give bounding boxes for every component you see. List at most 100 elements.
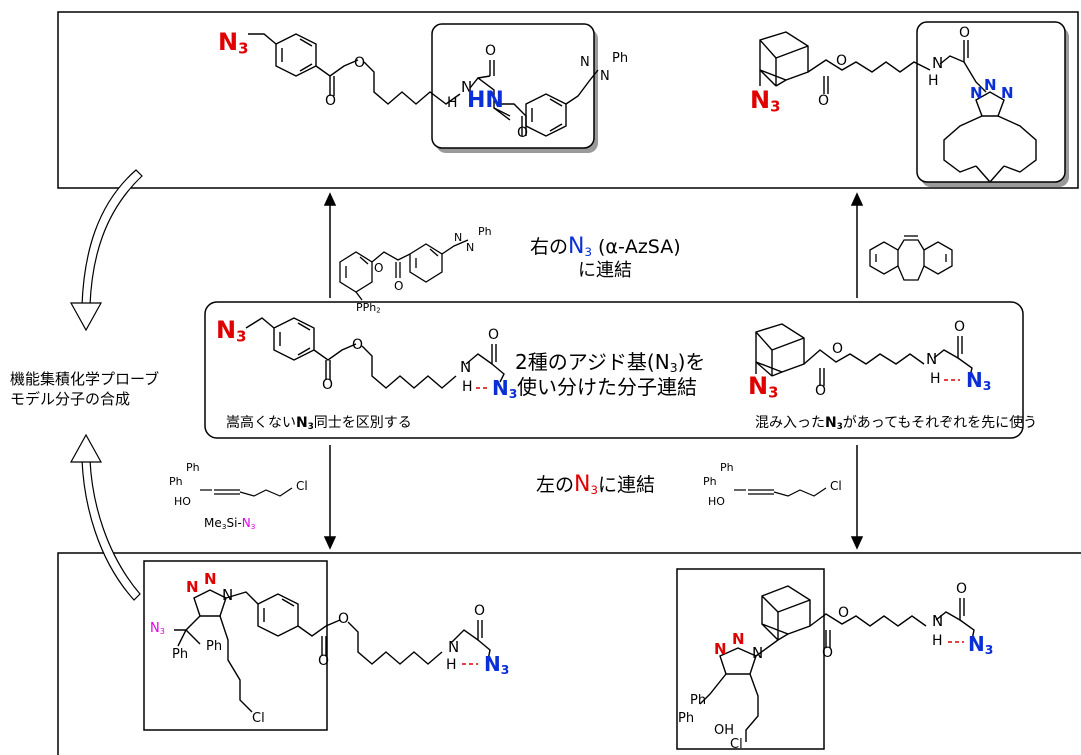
bottom-left-ester-oxygen: O xyxy=(338,611,350,627)
top-left-box xyxy=(431,23,595,149)
bottom-left-ph2: Ph xyxy=(172,647,189,662)
bottom-right-box xyxy=(676,568,825,750)
bottom-right-triazole-n1: N xyxy=(714,640,727,658)
upper-arrow-label: 右のN3 (α-AzSA) xyxy=(530,234,681,259)
bottom-right-amide-n: N xyxy=(932,612,944,630)
bottom-right-ester-oxygen: O xyxy=(838,605,850,621)
center-left-amide-oxygen: O xyxy=(488,327,500,343)
bottom-right-triazole-n2: N xyxy=(732,630,745,648)
lower-right-reagent-cl: Cl xyxy=(830,479,842,493)
bottom-right-amide-oxygen: O xyxy=(956,581,968,597)
top-left-azo-n1: N xyxy=(580,55,590,70)
bottom-left-amide-n: N xyxy=(448,638,460,656)
top-right-amide-n: N xyxy=(932,54,944,72)
center-left-caption: 嵩高くないN3同士を区別する xyxy=(226,415,412,433)
top-right-triazole-n3: N xyxy=(1001,84,1014,102)
upper-right-reagent xyxy=(869,235,953,281)
center-panel xyxy=(204,301,1024,439)
lower-left-reagent-ho: HO xyxy=(174,495,191,508)
lower-right-reagent-ho: HO xyxy=(708,495,725,508)
center-right-molecule xyxy=(755,323,973,386)
reaction-arrows xyxy=(323,192,864,550)
hollow-curved-arrows xyxy=(69,169,143,601)
lower-left-reagent-ph1: Ph xyxy=(186,461,200,474)
lower-arrow-label: 左のN3に連結 xyxy=(536,472,655,497)
bottom-left-amide-h: H xyxy=(446,657,457,673)
bottom-right-cl: Cl xyxy=(730,737,743,752)
bottom-left-triazole-n2: N xyxy=(204,570,217,588)
top-right-carbonyl-oxygen: O xyxy=(818,93,830,109)
center-left-amide-h: H xyxy=(462,379,473,395)
bottom-left-molecule xyxy=(174,589,491,713)
bottom-right-molecule xyxy=(699,585,975,742)
center-right-amide-n: N xyxy=(926,350,938,368)
center-left-azide: N3 xyxy=(216,316,247,346)
top-left-azo-n2: N xyxy=(600,69,610,84)
bottom-right-azide-blue: N3 xyxy=(968,632,994,658)
top-left-amide-oxygen: O xyxy=(485,43,497,59)
reagent-ester-oxygen: O xyxy=(374,261,384,275)
side-label-line1: 機能集積化学プローブ xyxy=(10,370,160,388)
reagent-azo-n2: N xyxy=(466,241,475,254)
top-right-triazole-n2: N xyxy=(984,76,997,94)
top-right-ester-oxygen: O xyxy=(836,53,848,69)
reagent-pph2: PPh2 xyxy=(356,301,381,315)
top-right-box xyxy=(916,21,1066,183)
bottom-panel xyxy=(57,552,1081,755)
bottom-right-ph2: Ph xyxy=(678,711,695,726)
bottom-left-azide: N3 xyxy=(150,621,165,636)
center-title-line1: 2種のアジド基(N3)を xyxy=(515,350,706,376)
top-left-ph: Ph xyxy=(612,51,629,66)
tms-azide: Me3Si-N3 xyxy=(204,516,256,531)
upper-arrow-label-line2: に連結 xyxy=(578,260,632,281)
bottom-left-box xyxy=(143,560,328,731)
bottom-left-triazole-n3: N xyxy=(222,586,234,604)
top-left-azide: N3 xyxy=(218,28,249,58)
top-left-benzamide-oxygen: O xyxy=(517,125,529,141)
center-left-azide-blue: N3 xyxy=(492,376,518,402)
lower-left-reagent xyxy=(200,487,293,497)
lower-right-reagent-ph1: Ph xyxy=(720,461,734,474)
top-right-triazole-n1: N xyxy=(970,84,983,102)
bottom-left-amide-oxygen: O xyxy=(474,603,486,619)
center-right-carbonyl-oxygen: O xyxy=(815,383,827,399)
reagent-carbonyl-oxygen: O xyxy=(394,279,404,293)
center-right-amide-oxygen: O xyxy=(954,319,966,335)
center-left-ester-oxygen: O xyxy=(352,337,364,353)
top-right-azide: N3 xyxy=(750,86,781,116)
top-left-ester-oxygen: O xyxy=(354,55,366,71)
bottom-left-carbonyl-oxygen: O xyxy=(318,653,330,669)
lower-left-reagent-cl: Cl xyxy=(296,479,308,493)
center-right-azide: N3 xyxy=(748,372,779,402)
upper-left-reagent xyxy=(339,239,469,301)
bottom-right-ph1: Ph xyxy=(690,693,707,708)
center-right-amide-h: H xyxy=(930,371,941,387)
center-left-carbonyl-oxygen: O xyxy=(322,377,334,393)
side-label-line2: モデル分子の合成 xyxy=(10,390,131,408)
bottom-left-azide-blue: N3 xyxy=(484,652,510,678)
lower-left-reagent-ph2: Ph xyxy=(169,475,183,488)
center-right-caption: 混み入ったN3があってもそれぞれを先に使う xyxy=(755,415,1038,433)
lower-right-reagent-ph2: Ph xyxy=(703,475,717,488)
bottom-left-ph1: Ph xyxy=(206,639,223,654)
bottom-left-cl: Cl xyxy=(252,711,265,726)
reagent-ph: Ph xyxy=(478,225,492,238)
top-left-hn: HN xyxy=(467,88,504,113)
bottom-right-carbonyl-oxygen: O xyxy=(822,645,834,661)
top-left-carbonyl-oxygen: O xyxy=(325,93,337,109)
bottom-right-amide-h: H xyxy=(932,633,943,649)
top-right-amide-oxygen: O xyxy=(959,25,971,41)
top-panel xyxy=(57,11,1079,189)
center-right-ester-oxygen: O xyxy=(832,341,844,357)
center-right-azide-blue: N3 xyxy=(966,368,992,394)
top-left-molecule xyxy=(248,33,599,137)
lower-right-reagent xyxy=(734,487,827,497)
center-title-line2: 使い分けた分子連結 xyxy=(517,375,697,399)
reagent-azo-n1: N xyxy=(454,231,463,244)
top-left-amide-n: N xyxy=(461,78,473,96)
bottom-right-triazole-n3: N xyxy=(752,644,764,662)
center-left-molecule xyxy=(245,317,505,389)
bottom-right-oh: OH xyxy=(714,723,735,738)
top-right-amide-h: H xyxy=(928,73,939,89)
